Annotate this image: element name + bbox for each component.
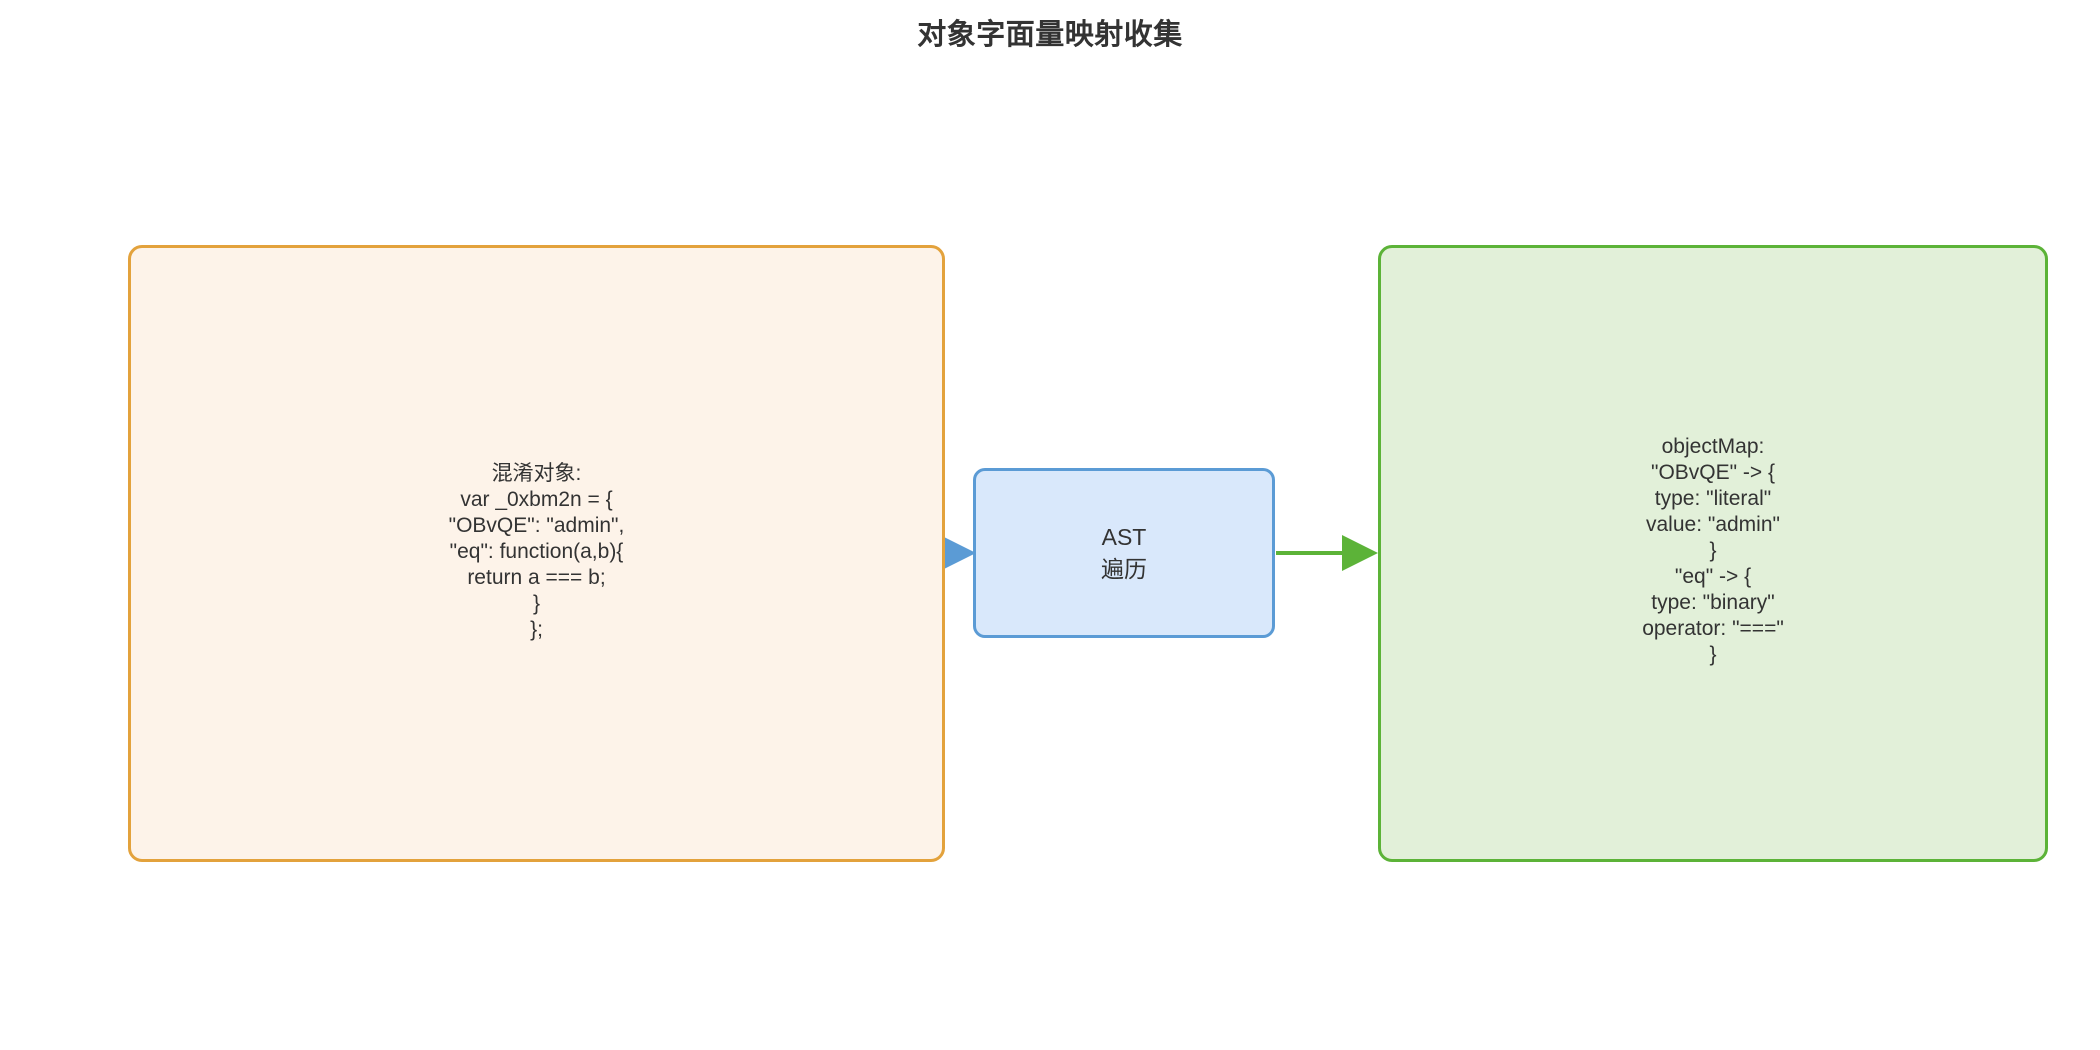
node-ast-traversal[interactable]: AST 遍历 [973,468,1275,638]
node-object-map-label: objectMap: "OBvQE" -> { type: "literal" … [1642,434,1784,666]
node-object-map[interactable]: objectMap: "OBvQE" -> { type: "literal" … [1378,245,2048,862]
node-ast-traversal-label: AST 遍历 [1101,524,1147,582]
page-title: 对象字面量映射收集 [917,19,1183,51]
node-obfuscated-object[interactable]: 混淆对象: var _0xbm2n = { "OBvQE": "admin", … [128,245,945,862]
node-obfuscated-object-label: 混淆对象: var _0xbm2n = { "OBvQE": "admin", … [448,461,625,641]
